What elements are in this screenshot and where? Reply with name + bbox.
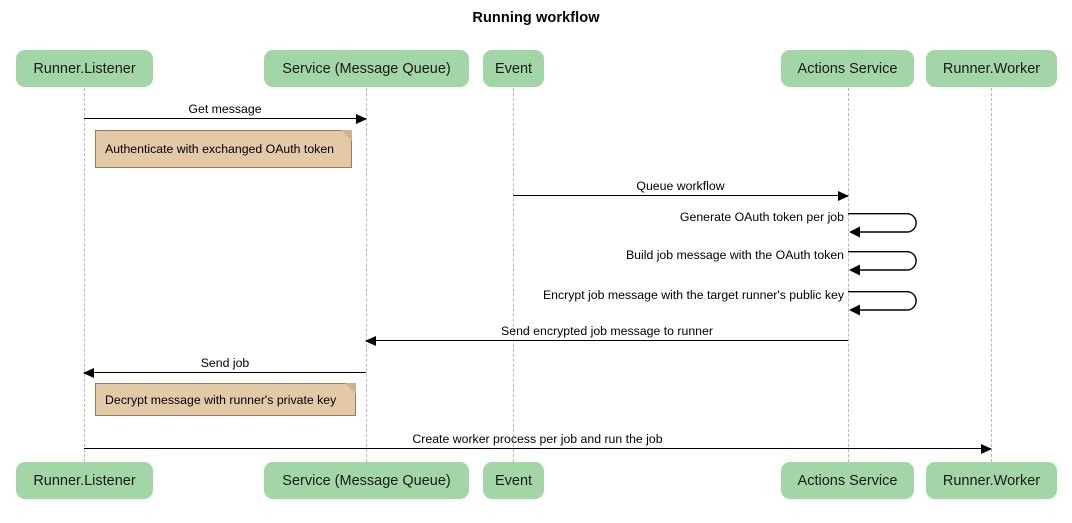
participant-top-actions-service[interactable]: Actions Service xyxy=(781,50,914,87)
participant-top-service-message-queue[interactable]: Service (Message Queue) xyxy=(264,50,469,87)
message-label-encrypt-job-message-with-the-target-runners-public-key: Encrypt job message with the target runn… xyxy=(542,288,844,302)
message-label-send-encrypted-job-message-to-runner: Send encrypted job message to runner xyxy=(501,324,713,338)
message-arrow-send-job[interactable] xyxy=(83,367,366,378)
message-arrow-queue-workflow[interactable] xyxy=(513,190,849,201)
message-label-create-worker-process-per-job-and-run-the-job: Create worker process per job and run th… xyxy=(412,432,663,446)
message-arrow-get-message[interactable] xyxy=(84,113,367,124)
participant-bottom-runner-worker[interactable]: Runner.Worker xyxy=(926,462,1057,499)
participant-top-runner-worker[interactable]: Runner.Worker xyxy=(926,50,1057,87)
lifeline-event xyxy=(513,88,514,462)
arrowhead-left-icon xyxy=(365,335,376,346)
note-fold-corner-icon xyxy=(341,130,352,141)
message-arrow-create-worker-process-per-job-and-run-the-job[interactable] xyxy=(84,443,992,454)
lifeline-runner-worker xyxy=(991,88,992,462)
message-label-build-job-message-with-the-oauth-token: Build job message with the OAuth token xyxy=(625,248,844,262)
arrowhead-right-icon xyxy=(838,190,849,201)
participant-bottom-actions-service[interactable]: Actions Service xyxy=(781,462,914,499)
lifeline-service-message-queue xyxy=(366,88,367,462)
message-label-queue-workflow: Queue workflow xyxy=(636,179,725,193)
message-selfloop-build-job-message-with-the-oauth-token[interactable] xyxy=(848,251,928,277)
arrowhead-right-icon xyxy=(981,443,992,454)
participant-bottom-event[interactable]: Event xyxy=(483,462,544,499)
message-arrow-send-encrypted-job-message-to-runner[interactable] xyxy=(365,335,848,346)
note-text: Authenticate with exchanged OAuth token xyxy=(105,142,335,156)
message-selfloop-generate-oauth-token-per-job[interactable] xyxy=(848,213,928,239)
message-label-generate-oauth-token-per-job: Generate OAuth token per job xyxy=(679,210,844,224)
note-decrypt-message-with-runners-private-key: Decrypt message with runner's private ke… xyxy=(95,383,356,416)
lifeline-actions-service xyxy=(848,88,849,462)
lifeline-runner-listener xyxy=(84,88,85,462)
message-label-get-message: Get message xyxy=(188,102,262,116)
participant-top-event[interactable]: Event xyxy=(483,50,544,87)
arrowhead-left-icon xyxy=(83,367,94,378)
note-text: Decrypt message with runner's private ke… xyxy=(105,392,337,407)
message-selfloop-encrypt-job-message-with-the-target-runners-public-key[interactable] xyxy=(848,291,928,317)
page-title: Running workflow xyxy=(472,10,600,26)
message-label-send-job: Send job xyxy=(200,356,250,370)
note-authenticate-with-exchanged-oauth-token: Authenticate with exchanged OAuth token xyxy=(95,130,352,168)
participant-top-runner-listener[interactable]: Runner.Listener xyxy=(16,50,153,87)
participant-bottom-runner-listener[interactable]: Runner.Listener xyxy=(16,462,153,499)
note-fold-corner-icon xyxy=(345,383,356,394)
arrowhead-right-icon xyxy=(356,113,367,124)
participant-bottom-service-message-queue[interactable]: Service (Message Queue) xyxy=(264,462,469,499)
